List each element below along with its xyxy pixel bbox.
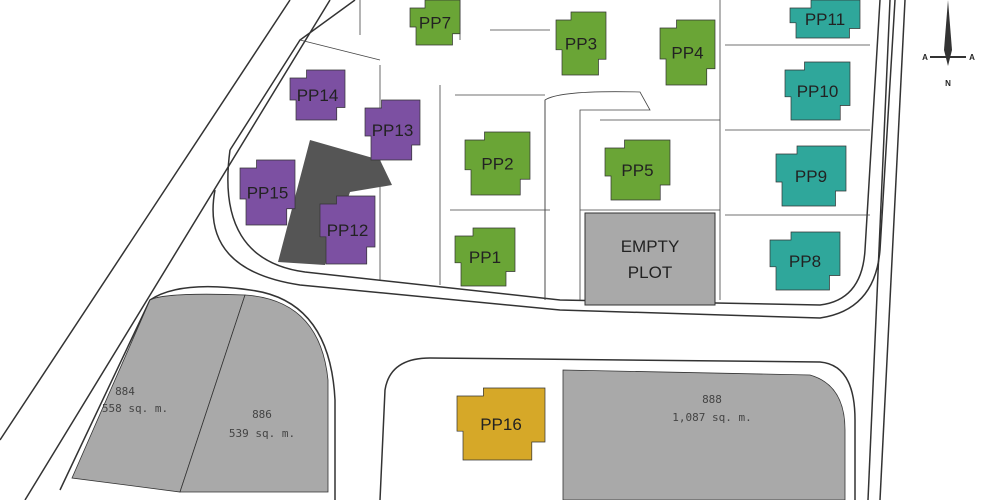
house-footprint <box>555 11 607 76</box>
lot-888-area: 1,087 sq. m. <box>672 411 751 424</box>
house-footprint <box>659 19 716 86</box>
house-plot-pp4[interactable]: PP4 <box>659 19 716 86</box>
courtyard-paving <box>278 140 392 265</box>
lot-884-area: 558 sq. m. <box>102 402 168 415</box>
house-footprint <box>769 231 841 291</box>
compass-north-arrow: A A N <box>922 0 975 88</box>
house-plot-pp8[interactable]: PP8 <box>769 231 841 291</box>
house-footprint <box>789 0 861 39</box>
house-label: PP15 <box>247 184 289 203</box>
house-plot-pp11[interactable]: PP11 <box>789 0 861 39</box>
lot-888[interactable]: 888 1,087 sq. m. <box>562 369 846 500</box>
road-outlines <box>0 0 906 500</box>
house-plot-pp1[interactable]: PP1 <box>454 227 516 287</box>
house-footprint <box>775 145 847 207</box>
house-footprint <box>364 99 421 161</box>
lot-884-number: 884 <box>115 385 135 398</box>
house-label: PP11 <box>805 10 845 29</box>
house-plot-pp12[interactable]: PP12 <box>319 195 376 265</box>
house-label: PP16 <box>480 415 522 434</box>
house-footprint <box>409 0 461 46</box>
house-footprint <box>239 159 296 226</box>
house-footprint <box>289 69 346 121</box>
house-footprint <box>454 227 516 287</box>
house-footprint <box>456 387 546 461</box>
house-label: PP14 <box>297 86 339 105</box>
house-label: PP2 <box>481 155 513 174</box>
lot-886[interactable]: 886 539 sq. m. <box>179 294 329 493</box>
house-label: PP4 <box>671 44 703 63</box>
house-label: PP5 <box>621 161 653 180</box>
house-label: PP8 <box>789 252 821 271</box>
house-plot-pp13[interactable]: PP13 <box>364 99 421 161</box>
house-footprint <box>464 131 531 196</box>
empty-plot-label-2: PLOT <box>628 263 672 282</box>
house-label: PP7 <box>419 14 451 33</box>
lot-886-area: 539 sq. m. <box>229 427 295 440</box>
house-footprint <box>319 195 376 265</box>
house-plot-pp15[interactable]: PP15 <box>239 159 296 226</box>
house-plot-pp7[interactable]: PP7 <box>409 0 461 46</box>
svg-text:A: A <box>922 53 928 62</box>
lot-886-number: 886 <box>252 408 272 421</box>
house-footprint <box>604 139 671 201</box>
house-plot-pp5[interactable]: PP5 <box>604 139 671 201</box>
svg-text:N: N <box>945 79 951 88</box>
house-label: PP1 <box>469 248 501 267</box>
house-plot-pp3[interactable]: PP3 <box>555 11 607 76</box>
lot-888-number: 888 <box>702 393 722 406</box>
house-plot-pp2[interactable]: PP2 <box>464 131 531 196</box>
house-label: PP10 <box>797 82 839 101</box>
house-plot-pp9[interactable]: PP9 <box>775 145 847 207</box>
empty-plot[interactable]: EMPTY PLOT <box>584 212 716 306</box>
house-plot-pp10[interactable]: PP10 <box>784 61 851 121</box>
house-plot-pp16[interactable]: PP16 <box>456 387 546 461</box>
house-plot-pp14[interactable]: PP14 <box>289 69 346 121</box>
empty-plot-label-1: EMPTY <box>621 237 680 256</box>
house-label: PP13 <box>372 121 414 140</box>
svg-text:A: A <box>969 53 975 62</box>
house-footprint <box>784 61 851 121</box>
house-label: PP9 <box>795 167 827 186</box>
house-label: PP12 <box>327 221 369 240</box>
house-label: PP3 <box>565 35 597 54</box>
